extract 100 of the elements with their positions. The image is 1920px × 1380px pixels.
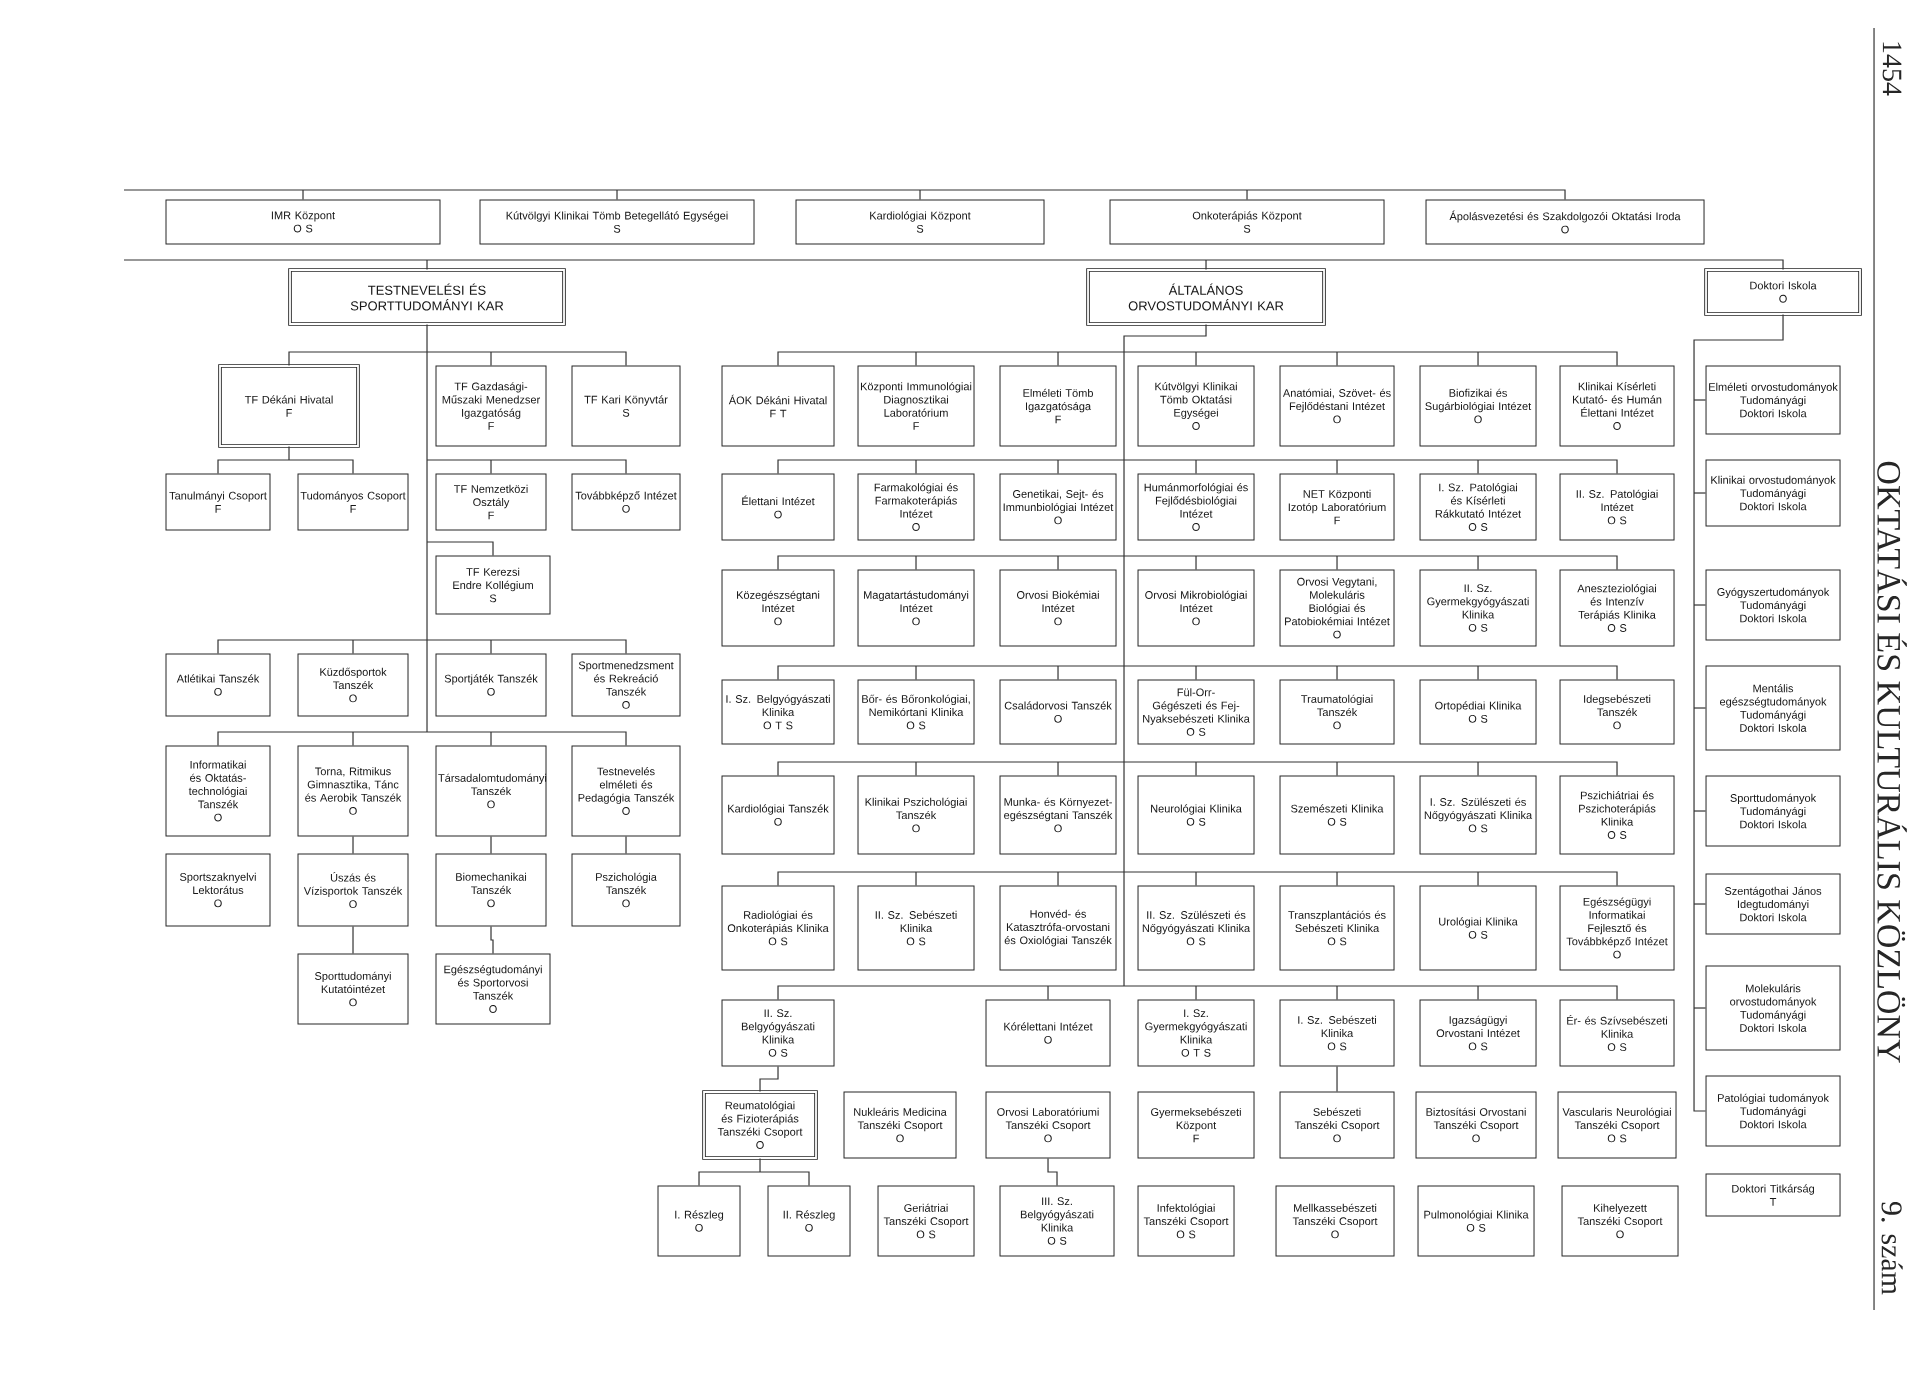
trunk-line	[1123, 323, 1207, 353]
connector-line	[1477, 665, 1479, 681]
connector-line	[1477, 871, 1618, 887]
connector-line	[1047, 1157, 1058, 1187]
connector-line	[919, 189, 921, 201]
connector-line	[490, 351, 492, 367]
connector-line	[1693, 810, 1707, 812]
trunk-line	[1336, 351, 1479, 353]
connector-line	[288, 351, 428, 367]
trunk-line	[1123, 985, 1197, 987]
trunk-line	[1693, 707, 1695, 812]
page-number: 1454	[1882, 42, 1902, 96]
trunk-line	[352, 731, 428, 733]
trunk-line	[1123, 871, 1125, 987]
connector-line	[1336, 985, 1338, 1001]
trunk-line	[1195, 555, 1338, 557]
connector-line	[1336, 459, 1338, 475]
connector-line	[1477, 555, 1618, 571]
connector-line	[777, 665, 917, 681]
trunk-line	[288, 445, 290, 461]
trunk-line	[426, 259, 1207, 261]
connector-line	[1195, 351, 1197, 367]
connector-line	[777, 761, 917, 777]
connector-line	[1057, 555, 1059, 571]
trunk-line	[616, 189, 921, 191]
trunk-line	[1057, 665, 1125, 667]
connector-line	[1195, 665, 1197, 681]
trunk-line	[1123, 665, 1125, 763]
trunk-line	[426, 459, 492, 461]
trunk-line	[1693, 604, 1695, 709]
connector-line	[490, 731, 492, 747]
connector-line	[1336, 351, 1338, 367]
issue-number: 9. szám	[1881, 1201, 1903, 1295]
trunk-line	[1123, 351, 1125, 461]
trunk-line	[759, 1157, 761, 1173]
connector-line	[1057, 351, 1059, 367]
connector-line	[1477, 985, 1618, 1001]
trunk-line	[123, 259, 428, 261]
trunk-line	[1123, 555, 1197, 557]
connector-line	[777, 555, 917, 571]
connector-line	[352, 731, 354, 747]
connector-line	[426, 259, 428, 271]
connector-line	[777, 871, 917, 887]
connector-line	[1057, 871, 1059, 887]
connector-line	[1195, 459, 1197, 475]
connector-line	[1246, 189, 1566, 201]
trunk-line	[1195, 985, 1338, 987]
trunk-line	[1336, 985, 1479, 987]
connector-line	[616, 189, 618, 201]
connector-line	[915, 351, 917, 367]
connector-line	[759, 1171, 810, 1187]
connector-line	[1057, 761, 1059, 777]
connector-line	[1477, 761, 1479, 777]
connector-line	[1336, 761, 1338, 777]
trunk-line	[1336, 761, 1479, 763]
connector-line	[1057, 665, 1059, 681]
trunk-line	[1195, 871, 1338, 873]
connector-line	[1693, 399, 1707, 401]
connector-line	[1477, 459, 1618, 475]
trunk-line	[1693, 492, 1695, 606]
connector-line	[1693, 1007, 1707, 1112]
trunk-line	[426, 541, 428, 641]
trunk-line	[1123, 761, 1197, 763]
trunk-line	[1336, 555, 1479, 557]
trunk-line	[1336, 871, 1479, 873]
connector-line	[915, 871, 917, 887]
trunk-line	[1123, 665, 1197, 667]
trunk-line	[1057, 459, 1125, 461]
connector-line	[1693, 1007, 1707, 1009]
trunk-line	[1123, 459, 1197, 461]
connector-line	[1693, 707, 1707, 709]
trunk-line	[915, 555, 1059, 557]
trunk-line	[915, 351, 1059, 353]
trunk-line	[1057, 871, 1125, 873]
trunk-line	[1195, 665, 1338, 667]
connector-line	[217, 459, 290, 475]
trunk-line	[1123, 761, 1125, 873]
connector-line	[915, 459, 917, 475]
connector-line	[352, 925, 354, 955]
connector-line	[426, 541, 494, 557]
trunk-line	[1057, 761, 1125, 763]
trunk-line	[1123, 871, 1197, 873]
connector-line	[777, 459, 917, 475]
connector-line	[915, 555, 917, 571]
trunk-line	[1123, 351, 1197, 353]
connector-line	[217, 639, 354, 655]
trunk-line	[915, 761, 1059, 763]
connector-line	[1205, 259, 1784, 271]
trunk-line	[919, 189, 1248, 191]
trunk-line	[426, 351, 428, 461]
trunk-line	[1195, 459, 1338, 461]
connector-line	[1477, 761, 1618, 777]
connector-line	[1477, 555, 1479, 571]
connector-line	[1047, 985, 1049, 1001]
connector-line	[1057, 459, 1059, 475]
connector-line	[302, 189, 304, 201]
trunk-line	[1123, 459, 1125, 557]
connector-line	[777, 985, 1049, 1001]
connector-line	[915, 761, 917, 777]
trunk-line	[1047, 985, 1125, 987]
